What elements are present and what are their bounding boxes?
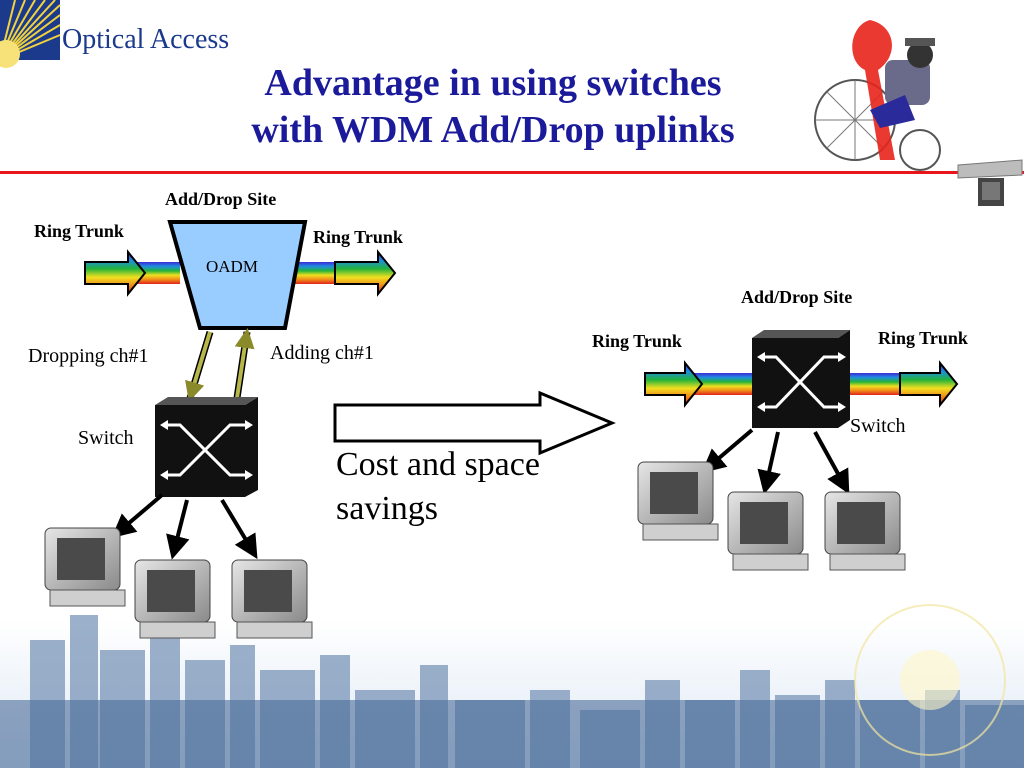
right-ring-trunk-in <box>644 360 755 408</box>
network-device-icon <box>957 159 1023 206</box>
uplink-drop <box>185 330 214 402</box>
cyclist-logo-icon <box>814 20 941 171</box>
pc-icon <box>44 527 126 607</box>
pc-icon <box>134 559 216 639</box>
brand-name: Optical Access <box>62 24 230 55</box>
right-switch-links <box>701 428 850 495</box>
left-ring-trunk-in <box>84 249 180 297</box>
add-label: Adding ch#1 <box>270 342 374 364</box>
drop-label: Dropping ch#1 <box>28 345 149 367</box>
left-switch-links <box>111 493 258 560</box>
pc-icon <box>231 559 313 639</box>
right-ring-trunk-out-label: Ring Trunk <box>878 328 968 348</box>
left-ring-trunk-in-label: Ring Trunk <box>34 221 124 241</box>
savings-caption: Cost and space savings <box>336 443 540 531</box>
right-ring-trunk-in-label: Ring Trunk <box>592 331 682 351</box>
pc-icon <box>727 491 809 571</box>
right-site-label: Add/Drop Site <box>741 287 853 307</box>
title-line-1: Advantage in using switches <box>264 62 722 104</box>
savings-caption-line-2: savings <box>336 490 438 527</box>
left-switch-icon <box>155 397 258 497</box>
pc-icon <box>824 491 906 571</box>
pc-icon <box>637 461 719 541</box>
left-switch-label: Switch <box>78 427 134 449</box>
header-rule <box>0 171 1024 174</box>
oadm-label: OADM <box>206 257 258 276</box>
right-ring-trunk-out <box>850 360 959 408</box>
left-ring-trunk-out <box>285 249 397 297</box>
oadm-block <box>167 220 308 330</box>
logo-sunburst-icon <box>0 0 61 68</box>
city-skyline-background <box>0 604 1024 768</box>
page-title: Advantage in using switches with WDM Add… <box>193 60 793 154</box>
title-line-2: with WDM Add/Drop uplinks <box>251 109 735 151</box>
transition-arrow <box>333 390 616 456</box>
left-site-label: Add/Drop Site <box>165 189 277 209</box>
right-switch-icon <box>752 330 850 428</box>
uplink-add <box>233 328 255 399</box>
left-ring-trunk-out-label: Ring Trunk <box>313 227 403 247</box>
savings-caption-line-1: Cost and space <box>336 446 540 483</box>
right-switch-label: Switch <box>850 415 906 437</box>
